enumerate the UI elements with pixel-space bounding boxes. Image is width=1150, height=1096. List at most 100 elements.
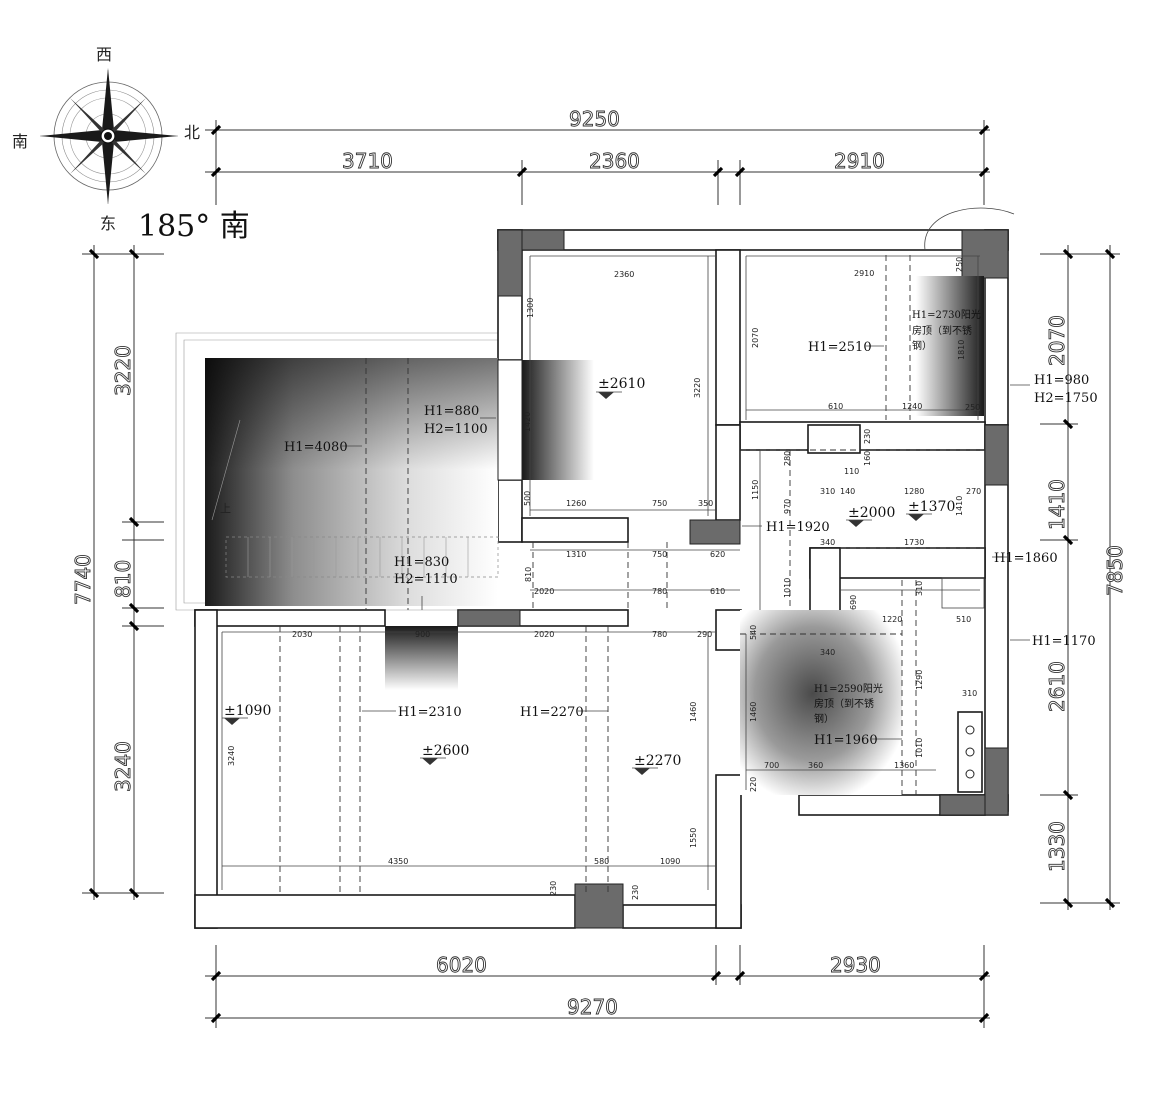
top-dimension-lines bbox=[205, 120, 990, 205]
h1-4080: H1=4080 bbox=[284, 440, 348, 455]
small-dim: 1220 bbox=[882, 615, 902, 624]
small-dim: 1360 bbox=[894, 761, 914, 770]
dim-bottom-b: 2930 bbox=[830, 953, 881, 977]
compass-south-label: 南 bbox=[12, 132, 28, 151]
compass-west-label: 西 bbox=[96, 45, 112, 64]
h1-1960: H1=1960 bbox=[814, 733, 878, 748]
h1-2310: H1=2310 bbox=[398, 705, 462, 720]
small-dim: 350 bbox=[698, 499, 713, 508]
small-dim: 3240 bbox=[227, 746, 236, 766]
small-dim: 230 bbox=[631, 885, 640, 900]
level-2270: ±2270 bbox=[634, 753, 681, 769]
small-dim: 1730 bbox=[904, 538, 924, 547]
h1-2590: H1=2590阳光 bbox=[814, 682, 883, 695]
dim-right-d: 1330 bbox=[1045, 821, 1069, 872]
compass-north-label: 北 bbox=[184, 123, 200, 142]
dim-top-a: 3710 bbox=[342, 149, 393, 173]
small-dim: 1410 bbox=[955, 496, 964, 516]
level-2600: ±2600 bbox=[422, 743, 469, 759]
small-dim: 310 bbox=[915, 581, 924, 596]
small-dim: 250 bbox=[955, 257, 964, 272]
small-dim: 2020 bbox=[534, 587, 554, 596]
small-dim: 230 bbox=[549, 881, 558, 896]
h1-1860: H1=1860 bbox=[994, 551, 1058, 566]
h1-1170: H1=1170 bbox=[1032, 634, 1096, 649]
small-dim: 1150 bbox=[751, 480, 760, 500]
height-annotations bbox=[342, 345, 1030, 740]
dim-left-total: 7740 bbox=[71, 554, 95, 605]
h1-2730-line2: 房顶（到不锈 bbox=[912, 324, 972, 337]
small-dim: 280 bbox=[783, 451, 792, 466]
small-dim: 3220 bbox=[693, 378, 702, 398]
small-dim: 2020 bbox=[534, 630, 554, 639]
small-dim: 900 bbox=[415, 630, 430, 639]
beam-dashed-lines bbox=[279, 207, 1015, 895]
small-dim: 750 bbox=[652, 550, 667, 559]
h1-2590-line3: 钢） bbox=[814, 712, 834, 725]
h1-2270: H1=2270 bbox=[520, 705, 584, 720]
small-dim: 510 bbox=[956, 615, 971, 624]
small-dim: 700 bbox=[764, 761, 779, 770]
small-dim: 140 bbox=[840, 487, 855, 496]
level-2000: ±2000 bbox=[848, 505, 895, 521]
small-dim: 970 bbox=[783, 499, 792, 514]
floor-plan-walls bbox=[175, 229, 1009, 929]
small-dim: 310 bbox=[820, 487, 835, 496]
dim-top-b: 2360 bbox=[589, 149, 640, 173]
h1-2730: H1=2730阳光 bbox=[912, 308, 981, 321]
small-dim: 230 bbox=[863, 429, 872, 444]
small-dim: 1290 bbox=[915, 670, 924, 690]
small-dim: 1460 bbox=[689, 702, 698, 722]
small-dim: 780 bbox=[652, 630, 667, 639]
small-dim: 610 bbox=[828, 402, 843, 411]
small-dim: 250 bbox=[965, 403, 980, 412]
dim-left-a: 3220 bbox=[111, 345, 135, 396]
dim-left-b: 810 bbox=[111, 560, 135, 598]
dim-bottom-a: 6020 bbox=[436, 953, 487, 977]
level-1370: ±1370 bbox=[908, 499, 955, 515]
small-dim: 340 bbox=[820, 538, 835, 547]
small-dim: 2070 bbox=[751, 328, 760, 348]
small-dim: 810 bbox=[524, 567, 533, 582]
small-dim: 540 bbox=[749, 625, 758, 640]
level-1090: ±1090 bbox=[224, 703, 271, 719]
small-dim: 610 bbox=[710, 587, 725, 596]
h1-2730-line3: 钢） bbox=[912, 339, 932, 352]
small-dim: 750 bbox=[652, 499, 667, 508]
small-dim: 1420 bbox=[523, 412, 532, 432]
h2-1110: H2=1110 bbox=[394, 572, 458, 587]
small-dim: 1010 bbox=[783, 578, 792, 598]
h1-830: H1=830 bbox=[394, 555, 449, 570]
small-dim: 270 bbox=[966, 487, 981, 496]
orientation-label: 185° 南 bbox=[138, 209, 250, 244]
small-dim: 500 bbox=[523, 491, 532, 506]
h1-2590-line2: 房顶（到不锈 bbox=[814, 697, 874, 710]
small-dim: 2030 bbox=[292, 630, 312, 639]
h2-1750: H2=1750 bbox=[1034, 391, 1098, 406]
right-dimension-lines bbox=[1040, 245, 1120, 910]
h1-1920: H1=1920 bbox=[766, 520, 830, 535]
dim-right-total: 7850 bbox=[1103, 545, 1127, 596]
small-dim: 4350 bbox=[388, 857, 408, 866]
bottom-dimension-lines bbox=[205, 945, 990, 1028]
small-dim: 220 bbox=[749, 777, 758, 792]
small-dim: 340 bbox=[820, 648, 835, 657]
dim-top-total: 9250 bbox=[569, 107, 620, 131]
dim-right-a: 2070 bbox=[1045, 315, 1069, 366]
h1-2510: H1=2510 bbox=[808, 340, 872, 355]
small-dim: 1550 bbox=[689, 828, 698, 848]
small-dimension-labels: 2360 2910 1300 3220 2070 1810 250 250 61… bbox=[227, 257, 981, 900]
stair: 上 bbox=[211, 419, 499, 578]
small-dim: 160 bbox=[863, 451, 872, 466]
level-2610: ±2610 bbox=[598, 376, 645, 392]
small-dim: 1090 bbox=[660, 857, 680, 866]
h2-1100: H2=1100 bbox=[424, 422, 488, 437]
dim-right-c: 2610 bbox=[1045, 661, 1069, 712]
dim-right-b: 1410 bbox=[1045, 479, 1069, 530]
small-dim: 580 bbox=[594, 857, 609, 866]
left-dimension-lines bbox=[82, 245, 164, 900]
dim-left-c: 3240 bbox=[111, 741, 135, 792]
dim-top-c: 2910 bbox=[834, 149, 885, 173]
small-dim: 310 bbox=[962, 689, 977, 698]
small-dim: 1010 bbox=[915, 738, 924, 758]
